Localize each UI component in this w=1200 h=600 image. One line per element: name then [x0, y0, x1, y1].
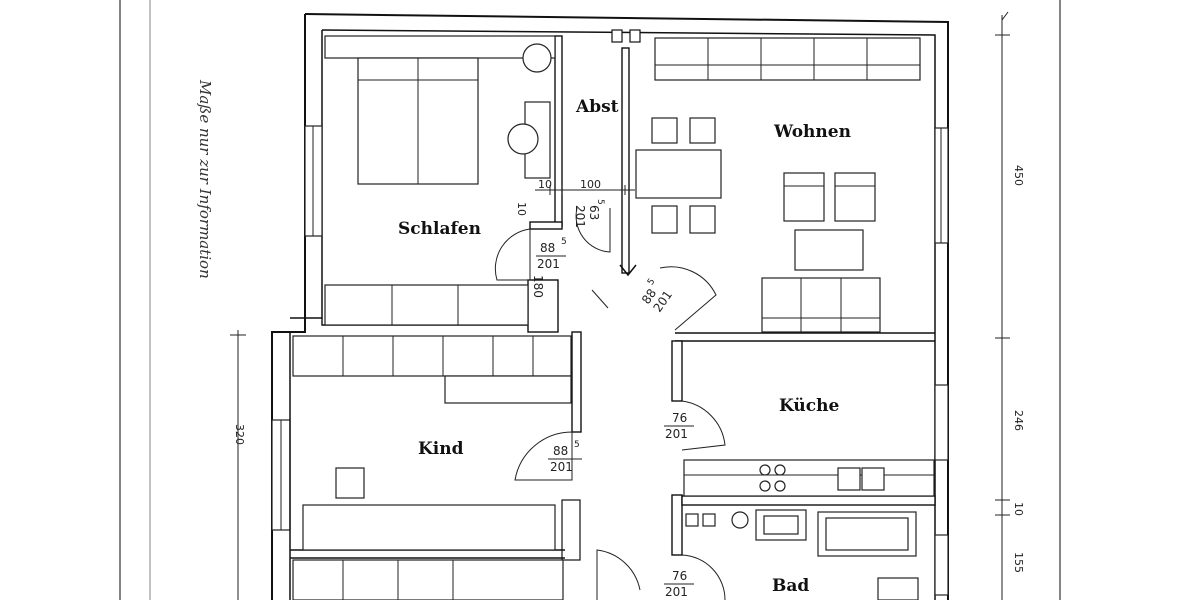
- room-label-schlafen: Schlafen: [398, 219, 481, 239]
- dim-left-320: 320: [233, 424, 246, 445]
- svg-text:5: 5: [595, 199, 605, 205]
- handwritten-note: Maße nur zur Information: [196, 79, 214, 279]
- dim-abst-100: 100: [580, 178, 601, 191]
- svg-text:88: 88: [553, 444, 568, 458]
- svg-text:5: 5: [574, 440, 580, 450]
- wohnen-furniture: [635, 37, 921, 333]
- svg-text:5: 5: [646, 277, 657, 287]
- svg-text:76: 76: [672, 569, 687, 583]
- svg-text:201: 201: [537, 257, 560, 271]
- door-dim-abst: 63 5 201: [573, 199, 605, 228]
- kueche-furniture: [683, 459, 935, 497]
- door-dim-schlafen: 88 5 201: [536, 237, 567, 271]
- windows-left: [271, 125, 323, 531]
- svg-text:5: 5: [561, 237, 567, 247]
- windows-right: [934, 127, 949, 596]
- dim-right-450: 450: [1012, 165, 1025, 186]
- svg-text:76: 76: [672, 411, 687, 425]
- room-label-bad: Bad: [772, 576, 809, 596]
- door-dim-kueche: 76 201: [664, 411, 694, 441]
- schlafen-furniture: [324, 35, 556, 326]
- door-dim-flur-180: 180: [531, 275, 545, 298]
- kind-furniture: [292, 335, 572, 600]
- room-label-kueche: Küche: [779, 396, 839, 416]
- door-swings: [494, 207, 726, 600]
- door-dim-kind: 88 5 201: [548, 440, 582, 474]
- dim-right-246: 246: [1012, 410, 1025, 431]
- left-dimension-line: [230, 330, 246, 600]
- dim-right-155: 155: [1012, 552, 1025, 573]
- room-label-wohnen: Wohnen: [773, 122, 851, 142]
- room-label-kind: Kind: [418, 439, 464, 459]
- abst-dimension-marks: [535, 185, 635, 195]
- bad-furniture: [685, 509, 919, 600]
- dim-abst-10: 10: [538, 178, 552, 191]
- dim-right-10: 10: [1012, 502, 1025, 516]
- right-dimension-line: [995, 11, 1010, 600]
- svg-text:63: 63: [587, 205, 601, 220]
- dim-abst-10b: 10: [515, 202, 528, 216]
- door-dim-bad: 76 201: [664, 569, 694, 599]
- svg-text:201: 201: [665, 585, 688, 599]
- room-label-abst: Abst: [575, 97, 619, 117]
- door-dim-wohnen: 88 5 201: [639, 277, 675, 315]
- svg-text:201: 201: [665, 427, 688, 441]
- svg-text:201: 201: [573, 205, 587, 228]
- svg-text:201: 201: [550, 460, 573, 474]
- svg-text:88: 88: [540, 241, 555, 255]
